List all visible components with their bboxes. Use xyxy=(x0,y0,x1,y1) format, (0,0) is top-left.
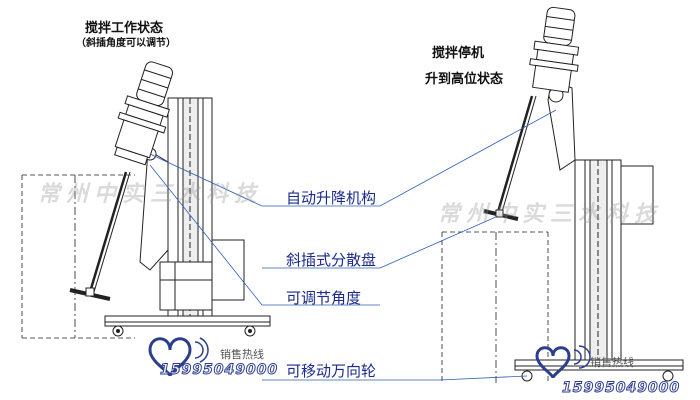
right-arm xyxy=(547,79,576,171)
hotline-label-left: 销售热线 xyxy=(220,348,264,361)
left-arm xyxy=(139,147,169,271)
left-column xyxy=(159,97,245,317)
left-shaft xyxy=(88,171,128,293)
callout-adjustable-angle: 可调节角度 xyxy=(286,289,362,307)
left-title: 搅拌工作状态 xyxy=(85,21,164,36)
left-disperser-disc xyxy=(69,287,111,301)
right-title-line1: 搅拌停机 xyxy=(432,46,485,61)
hotline-phone-right: 15995049000 xyxy=(561,380,681,397)
signal-arcs-icon xyxy=(194,337,591,369)
heart-logo-icon xyxy=(148,337,571,379)
right-column xyxy=(574,159,654,361)
hotline-phone-left: 15995049000 xyxy=(159,362,279,379)
callout-disperser-disc: 斜插式分散盘 xyxy=(286,251,377,269)
right-disperser-disc xyxy=(483,209,519,221)
left-base xyxy=(104,315,271,337)
watermark-right: 常州中实三水科技 xyxy=(438,201,663,227)
left-subtitle: （斜插角度可以调节） xyxy=(76,38,176,49)
watermark-left: 常州中实三水科技 xyxy=(38,181,263,207)
right-motor xyxy=(529,6,580,93)
right-shaft xyxy=(496,95,534,213)
callout-caster-wheels: 可移动万向轮 xyxy=(286,362,377,380)
hotline-label-right: 销售热线 xyxy=(590,356,634,369)
left-motor xyxy=(114,61,174,166)
right-tank-outline xyxy=(441,231,549,383)
leader-lines xyxy=(149,109,557,381)
callout-lift-mechanism: 自动升降机构 xyxy=(286,189,377,207)
right-title-line2: 升到高位状态 xyxy=(425,72,504,87)
left-tank-outline xyxy=(21,174,135,339)
